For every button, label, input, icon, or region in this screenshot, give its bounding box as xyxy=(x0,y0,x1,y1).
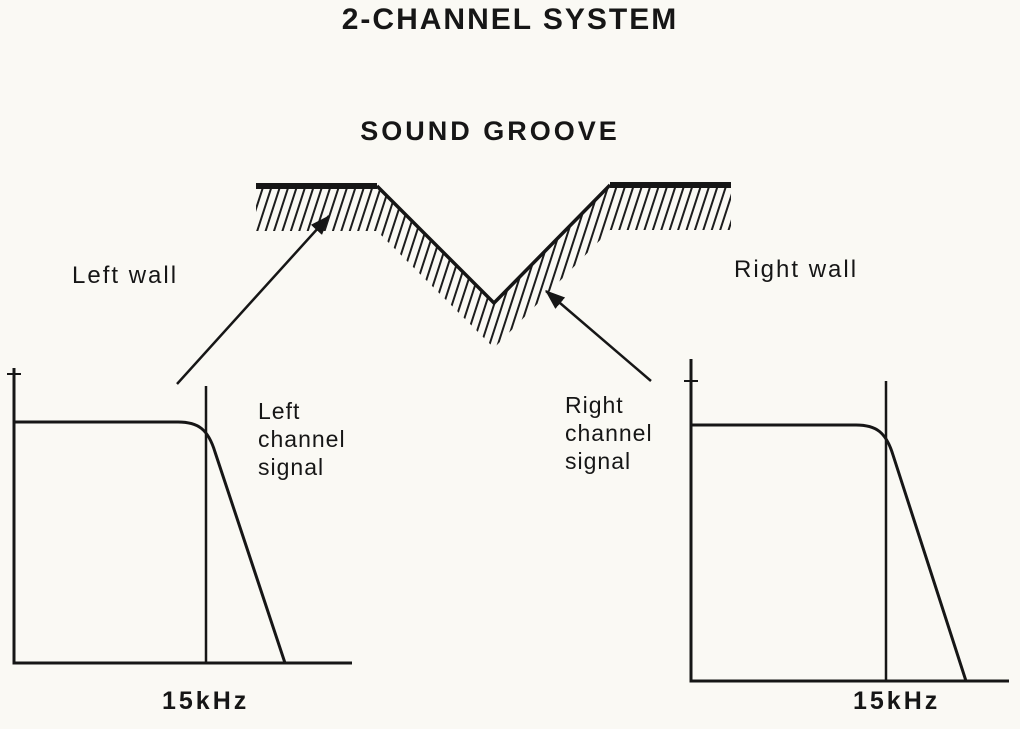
left-signal-line-2: channel xyxy=(258,426,346,452)
right-channel-signal-label: Right channel signal xyxy=(565,391,653,475)
page-title: 2-CHANNEL SYSTEM xyxy=(341,3,679,36)
right-signal-line-3: signal xyxy=(565,448,632,474)
sound-groove-heading: SOUND GROOVE xyxy=(360,116,620,146)
right-plot-response-curve xyxy=(691,423,968,682)
groove-hatched-material xyxy=(256,185,731,348)
groove-v-walls xyxy=(375,183,612,306)
left-plot-cutoff-label: 15kHz xyxy=(162,687,250,715)
left-frequency-response-plot xyxy=(7,368,352,665)
left-wall-label: Left wall xyxy=(72,262,179,289)
sound-groove-cross-section xyxy=(256,182,731,348)
right-frequency-response-plot xyxy=(684,359,1009,683)
right-signal-line-1: Right xyxy=(565,392,624,418)
right-signal-line-2: channel xyxy=(565,420,653,446)
left-plot-axes xyxy=(12,368,352,665)
left-plot-response-curve xyxy=(14,420,287,664)
right-plot-axes xyxy=(689,359,1009,683)
left-channel-signal-label: Left channel signal xyxy=(258,397,346,481)
right-plot-cutoff-label: 15kHz xyxy=(853,687,941,715)
left-signal-line-3: signal xyxy=(258,454,325,480)
right-wall-arrow xyxy=(545,290,652,382)
left-signal-line-1: Left xyxy=(258,398,301,424)
left-wall-arrow xyxy=(176,215,330,385)
right-wall-label: Right wall xyxy=(734,256,859,283)
